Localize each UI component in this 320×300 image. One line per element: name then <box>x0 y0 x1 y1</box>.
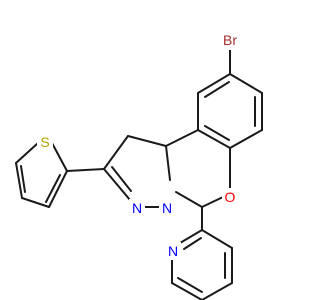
bond <box>165 145 171 181</box>
bonds <box>15 49 263 300</box>
bond <box>15 142 39 164</box>
pyridine-nitrogen-label: N <box>168 243 178 259</box>
bond <box>20 165 26 193</box>
bond <box>204 125 230 141</box>
pyrazoline-nitrogen-2-label: N <box>162 200 172 216</box>
bond <box>103 135 129 170</box>
bond <box>103 168 131 201</box>
bond <box>111 166 132 192</box>
bond <box>201 282 233 300</box>
bond <box>165 129 199 147</box>
atom-labels: Br O S N N N <box>40 32 237 259</box>
pyrazoline-nitrogen-label: N <box>132 200 142 216</box>
bond <box>48 170 68 208</box>
bond <box>204 81 230 98</box>
bond <box>171 282 203 300</box>
bond <box>15 162 23 199</box>
sulfur-label: S <box>40 134 49 150</box>
oxygen-label: O <box>225 189 236 205</box>
bond <box>197 129 231 149</box>
bond <box>51 142 68 172</box>
bond <box>177 277 203 293</box>
label-background <box>37 133 53 151</box>
bromine-label: Br <box>223 32 237 48</box>
bond <box>21 197 50 208</box>
bond <box>229 129 263 149</box>
bond <box>45 174 61 203</box>
bond <box>197 73 231 94</box>
bond <box>127 135 167 147</box>
label-background <box>159 199 175 217</box>
label-background <box>222 188 238 206</box>
bond <box>201 229 233 249</box>
label-background <box>214 30 247 50</box>
bond <box>201 196 224 208</box>
bond <box>66 168 105 172</box>
atom-label-backgrounds <box>37 30 247 260</box>
bond <box>229 73 263 94</box>
bond <box>179 229 203 244</box>
molecule-structure-diagram: Br O S N N N <box>15 30 263 300</box>
label-background <box>165 242 181 260</box>
bond <box>175 191 203 208</box>
label-background <box>129 199 145 217</box>
bond <box>183 237 202 250</box>
